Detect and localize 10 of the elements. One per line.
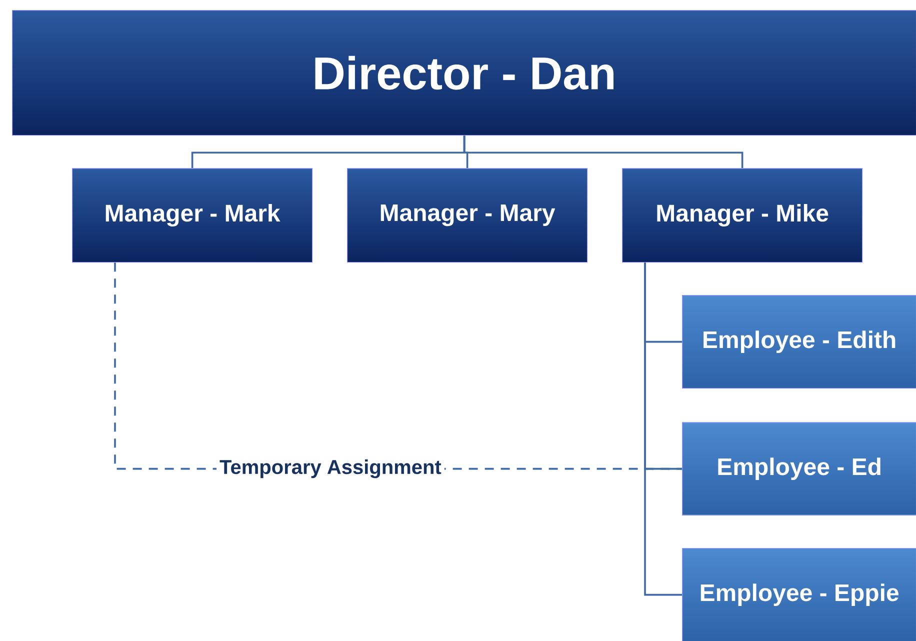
- connector-line: [644, 262, 682, 596]
- edge-label: Temporary Assignment: [216, 456, 444, 482]
- connector-line: [463, 136, 744, 168]
- manager-box: Manager - Mary: [347, 168, 588, 263]
- director-box: Director - Dan: [12, 10, 916, 136]
- employee-box: Employee - Eppie: [682, 548, 916, 641]
- employee-box: Employee - Edith: [682, 295, 916, 389]
- manager-box: Manager - Mike: [622, 168, 863, 263]
- employee-box: Employee - Ed: [682, 422, 916, 516]
- manager-box: Manager - Mark: [72, 168, 313, 263]
